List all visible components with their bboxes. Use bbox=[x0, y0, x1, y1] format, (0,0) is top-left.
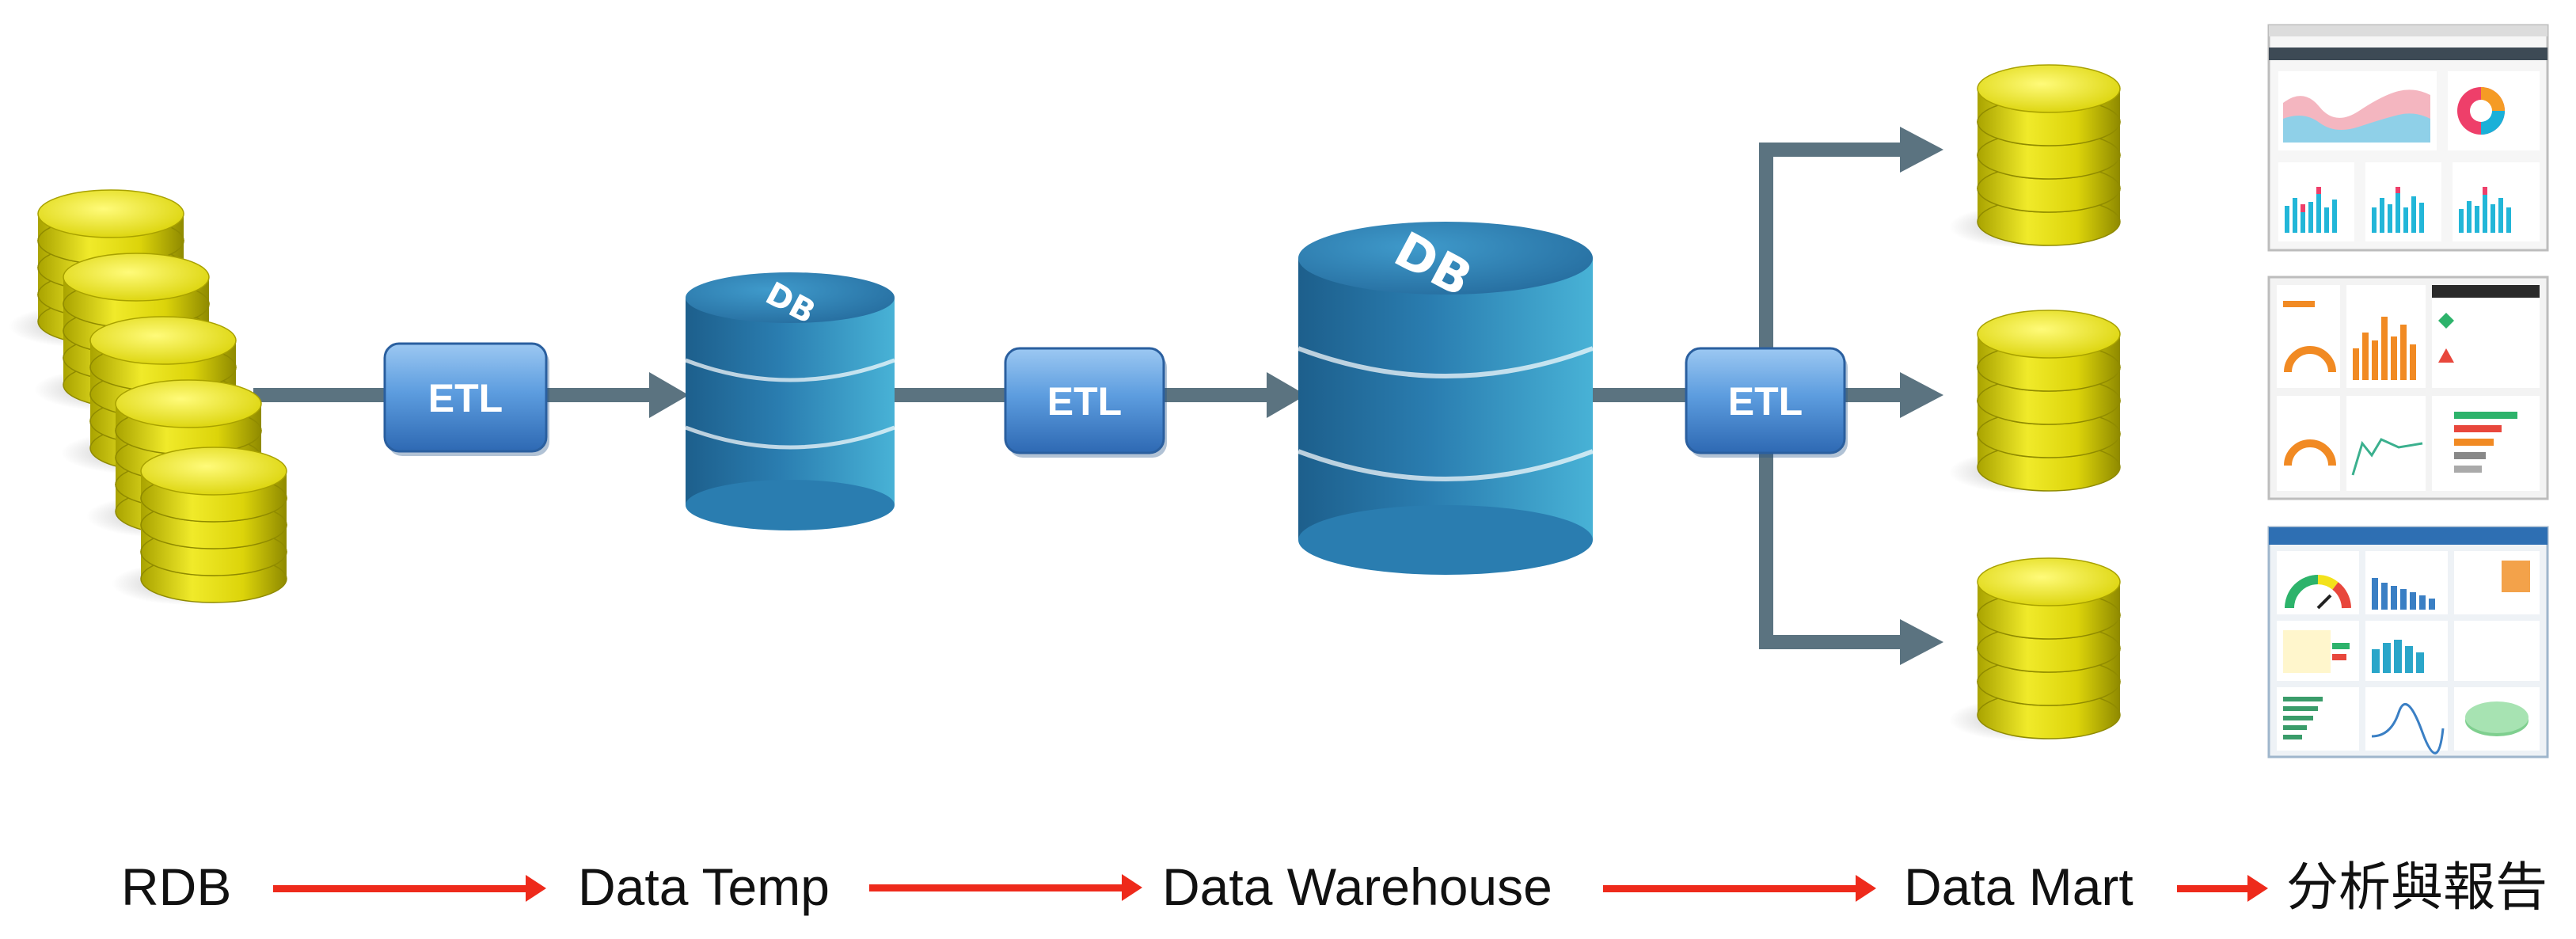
flow-arrows bbox=[253, 127, 1943, 665]
rdb-source-databases bbox=[9, 189, 287, 605]
stage-arrows bbox=[273, 874, 2268, 902]
stage-arrow-4 bbox=[2177, 875, 2268, 902]
etl-box-2: ETL bbox=[1004, 347, 1167, 458]
stage-arrow-2 bbox=[869, 874, 1142, 901]
arrow-branch-to-marts bbox=[1759, 127, 1943, 665]
arrow-rdb-to-etl1 bbox=[253, 388, 388, 402]
arrow-etl2-to-warehouse bbox=[1164, 372, 1306, 418]
db-temp-cylinder: DB bbox=[685, 272, 895, 530]
report-thumbnails bbox=[2267, 24, 2549, 758]
arrow-warehouse-to-etl3 bbox=[1591, 388, 1694, 402]
etl-box-1: ETL bbox=[383, 342, 549, 456]
stage-label-data-mart: Data Mart bbox=[1904, 857, 2133, 916]
rdb-coin-stack-5 bbox=[112, 447, 287, 605]
etl-label-1: ETL bbox=[428, 376, 503, 420]
stage-arrow-3 bbox=[1603, 875, 1876, 902]
data-mart-coin-stack-2 bbox=[1949, 310, 2121, 493]
stage-labels: RDB Data Temp Data Warehouse Data Mart 分… bbox=[121, 857, 2548, 918]
stage-label-data-warehouse: Data Warehouse bbox=[1162, 857, 1552, 916]
dashboard-area-donut-thumbnail bbox=[2267, 24, 2549, 252]
data-mart-coin-stack-3 bbox=[1949, 557, 2121, 741]
data-mart-coin-stack-1 bbox=[1949, 64, 2121, 248]
arrow-db-temp-to-etl2 bbox=[895, 388, 1005, 402]
stage-arrow-1 bbox=[273, 875, 546, 902]
etl-box-3: ETL bbox=[1685, 347, 1848, 458]
dashboard-gauge-bar-thumbnail bbox=[2267, 276, 2549, 500]
etl-label-3: ETL bbox=[1728, 379, 1803, 424]
stage-label-rdb: RDB bbox=[121, 857, 231, 916]
data-mart-databases bbox=[1949, 64, 2121, 741]
etl-label-2: ETL bbox=[1047, 379, 1122, 424]
dashboard-executive-thumbnail bbox=[2267, 526, 2549, 758]
stage-label-data-temp: Data Temp bbox=[578, 857, 830, 916]
arrow-etl1-to-db-temp bbox=[546, 372, 689, 418]
stage-label-analysis-report: 分析與報告 bbox=[2286, 857, 2548, 918]
db-warehouse-cylinder: DB bbox=[1297, 220, 1594, 575]
